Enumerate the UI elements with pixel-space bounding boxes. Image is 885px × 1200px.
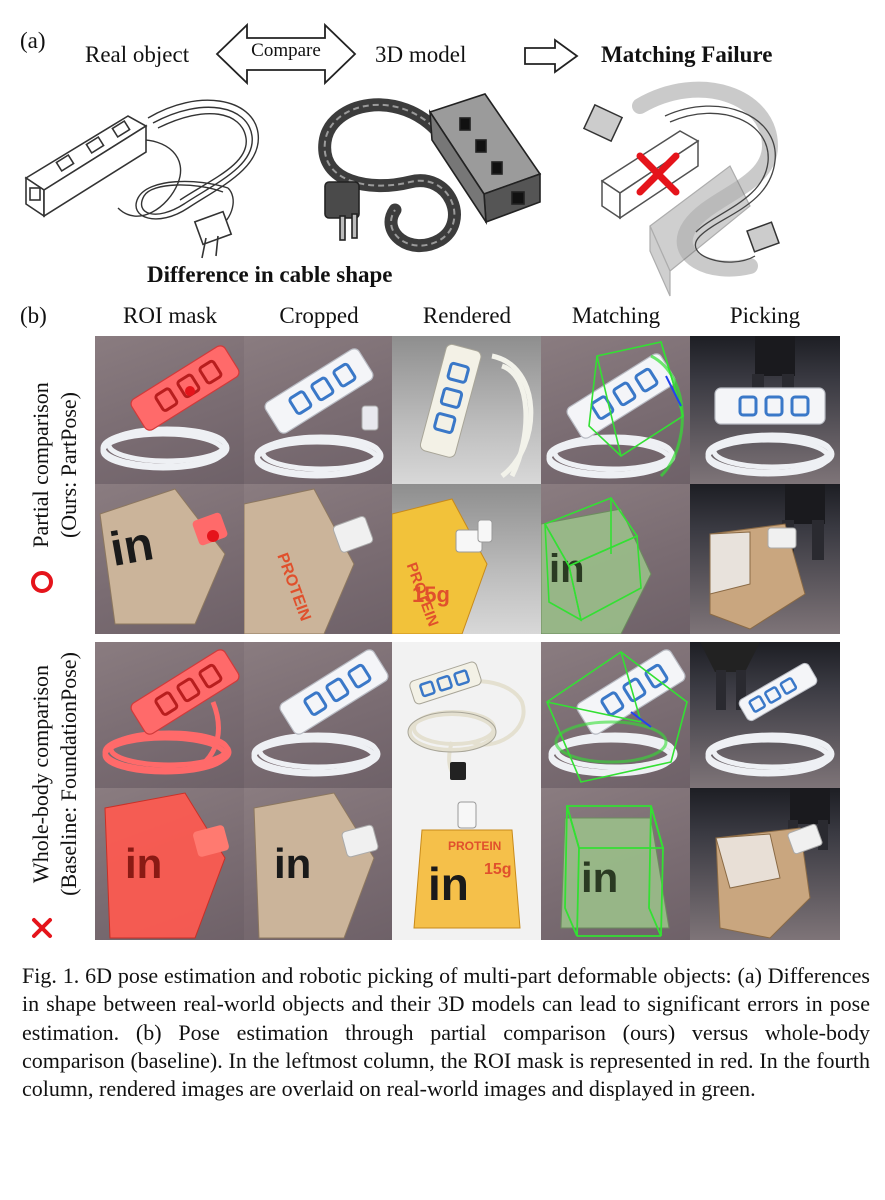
svg-text:in: in (125, 840, 162, 887)
difference-label: Difference in cable shape (147, 262, 393, 287)
failure-cross-small-icon (30, 916, 54, 940)
double-arrow-icon (215, 22, 357, 86)
matching-failure-drawing (580, 76, 810, 306)
col-header-cropped: Cropped (279, 303, 359, 328)
rendered-pouch-product-2: PROTEIN (448, 839, 501, 853)
failure-cross-icon (636, 152, 680, 196)
real-object-label: Real object (85, 42, 190, 67)
cell-row2-cropped: PROTEIN (244, 484, 394, 634)
compare-label: Compare (251, 40, 321, 61)
matching-failure-label: Matching Failure (601, 42, 773, 67)
cell-row1-roi-mask (95, 336, 245, 484)
rendered-pouch-brand: in (428, 858, 469, 910)
cell-row2-roi-mask: in (95, 484, 245, 634)
cell-row3-roi-mask (95, 642, 245, 788)
cell-row3-picking (690, 642, 840, 788)
svg-text:in: in (581, 854, 618, 901)
svg-text:in: in (274, 840, 311, 887)
part-b-label: (b) (20, 303, 47, 328)
col-header-roi-mask: ROI mask (123, 303, 217, 328)
part-a-label: (a) (20, 28, 46, 53)
col-header-rendered: Rendered (422, 303, 512, 328)
col-header-matching: Matching (571, 303, 661, 328)
cell-row4-roi-mask: in (95, 788, 245, 940)
cell-row4-matching: in (541, 788, 691, 940)
rendered-pouch-amount: 15g (412, 582, 450, 607)
right-arrow-icon (523, 38, 579, 74)
cell-row1-cropped (244, 336, 394, 484)
foundationpose-text: (Baseline: FoundationPose) (56, 652, 81, 896)
cell-row1-rendered (392, 336, 542, 484)
cell-row2-matching: in (541, 484, 691, 634)
cell-row4-picking (690, 788, 840, 940)
cell-row3-matching (541, 642, 691, 788)
rendered-pouch-amount-2: 15g (484, 861, 512, 878)
cell-row1-matching (541, 336, 691, 484)
svg-text:in: in (549, 547, 585, 591)
cell-row2-picking (690, 484, 840, 634)
cell-row4-cropped: in (244, 788, 394, 940)
partpose-text: (Ours: PartPose) (56, 391, 81, 539)
model-3d-label: 3D model (375, 42, 467, 67)
cell-row1-picking (690, 336, 840, 484)
3d-model-drawing (300, 82, 555, 262)
real-object-drawing (18, 88, 278, 260)
figure-caption: Fig. 1. 6D pose estimation and robotic p… (22, 963, 870, 1102)
partial-comparison-text: Partial comparison (28, 382, 53, 548)
success-circle-icon (31, 571, 53, 593)
cell-row2-rendered: PROTEIN 15g (392, 484, 542, 634)
cell-row4-rendered: PROTEIN 15g in (392, 788, 542, 940)
col-header-picking: Picking (729, 303, 801, 328)
whole-body-comparison-text: Whole-body comparison (28, 664, 53, 884)
compare-double-arrow: Compare (215, 22, 357, 86)
cell-row3-cropped (244, 642, 394, 788)
pouch-brand-text: in (106, 517, 157, 577)
cell-row3-rendered (392, 642, 542, 788)
group-separator (95, 634, 850, 642)
